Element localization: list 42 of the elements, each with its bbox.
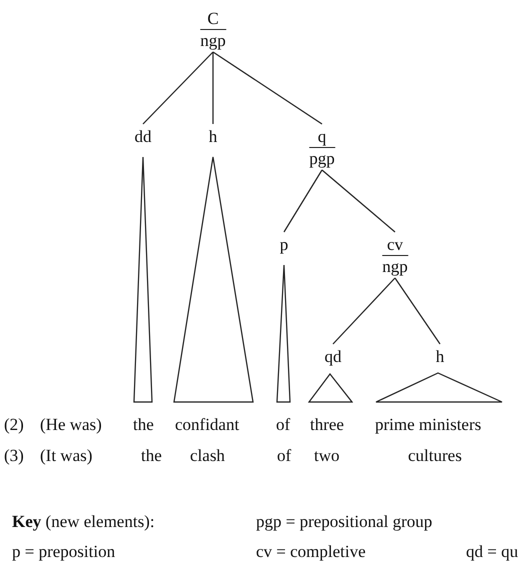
key-text: cv = completive xyxy=(256,542,366,562)
key-text: pgp = prepositional group xyxy=(256,512,432,532)
example-word: the xyxy=(133,415,154,435)
class-label: pgp xyxy=(309,150,335,168)
example-word: clash xyxy=(190,446,225,466)
category-label: p xyxy=(280,236,288,254)
constituent-triangle xyxy=(133,156,153,403)
tree-branch xyxy=(332,278,396,344)
constituent-triangle xyxy=(276,264,291,403)
tree-branch xyxy=(283,170,323,232)
tree-branch xyxy=(212,52,322,124)
tree-branch xyxy=(394,278,440,344)
function-label: C xyxy=(206,10,220,28)
class-label: ngp xyxy=(382,258,408,276)
category-label: qd xyxy=(324,348,342,366)
function-label: q xyxy=(316,128,328,146)
tree-branch xyxy=(212,52,214,124)
category-label: h xyxy=(208,128,218,146)
example-word: (He was) xyxy=(40,415,102,435)
example-word: cultures xyxy=(408,446,462,466)
example-word: of xyxy=(277,446,292,466)
example-word: (2) xyxy=(4,415,24,435)
function-label: cv xyxy=(386,236,404,254)
example-word: of xyxy=(276,415,290,435)
example-word: confidant xyxy=(175,415,240,435)
constituent-triangle xyxy=(375,372,503,403)
constituent-triangle xyxy=(173,156,254,403)
key-text: p = preposition xyxy=(12,542,116,562)
tree-branch xyxy=(322,170,396,232)
example-word: prime ministers xyxy=(375,415,482,435)
example-word: the xyxy=(141,446,162,466)
category-label: dd xyxy=(134,128,152,146)
key-text: qd = qu xyxy=(466,542,518,562)
example-word: three xyxy=(310,415,344,435)
example-word: (3) xyxy=(4,446,24,466)
constituent-triangle xyxy=(308,373,353,403)
tree-branch xyxy=(142,52,214,124)
class-label: ngp xyxy=(200,32,226,50)
example-word: two xyxy=(314,446,340,466)
example-word: (It was) xyxy=(40,446,92,466)
key-text: Key (new elements): xyxy=(12,512,155,532)
category-label: h xyxy=(436,348,444,366)
